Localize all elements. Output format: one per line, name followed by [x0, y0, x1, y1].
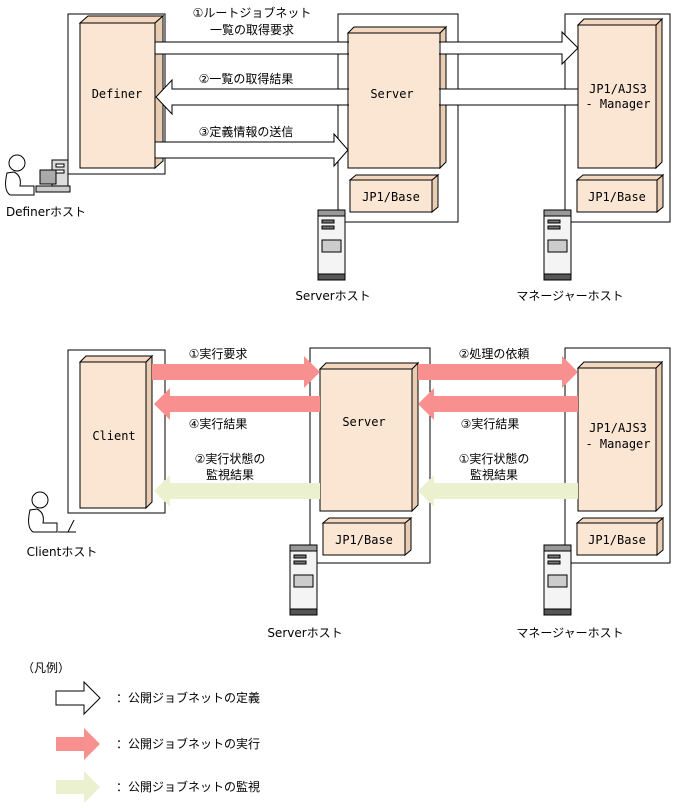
server-tower-icon-bottom	[289, 544, 318, 616]
manager-tower-icon-bottom	[543, 544, 572, 616]
legend-monitoring-arrow	[56, 771, 100, 803]
jp1-base-box-manager-bottom	[575, 516, 665, 557]
manager-host-label-top: マネージャーホスト	[516, 289, 623, 303]
manager-box-bottom	[576, 360, 664, 513]
jp1-base-label-manager-top: JP1/Base	[588, 190, 646, 204]
arrow-process-request-server-to-manager	[418, 356, 578, 388]
client-host-label: Clientホスト	[27, 545, 98, 559]
label-monitor-client-line2: 監視結果	[206, 467, 254, 482]
jp1-base-label-server-bottom: JP1/Base	[335, 533, 393, 547]
label-monitor-manager-line1: ①実行状態の	[459, 451, 530, 466]
arrow-definer-to-server-send	[154, 132, 349, 168]
arrow-exec-request-client-to-server	[152, 356, 320, 388]
arrow1-label-line2: 一覧の取得要求	[210, 22, 294, 37]
manager-label1-top: JP1/AJS3	[589, 82, 647, 96]
server-label-top-overlay: Server	[370, 87, 413, 101]
arrow1-label-line1: ①ルートジョブネット	[193, 5, 312, 20]
jp1-base-box-server-top	[348, 173, 440, 214]
definer-host-label: Definerホスト	[6, 205, 86, 219]
user-pc-icon-definer	[5, 154, 71, 196]
legend-execution-label: ：公開ジョブネットの実行	[116, 736, 260, 751]
legend-execution-arrow	[56, 728, 100, 760]
client-box	[78, 354, 154, 510]
label-monitor-manager-line2: 監視結果	[470, 467, 518, 482]
manager-tower-icon-top	[543, 209, 572, 281]
definer-box	[78, 14, 165, 170]
manager-host-label-bottom: マネージャーホスト	[516, 626, 623, 640]
arrow3-label: ③定義情報の送信	[199, 124, 294, 139]
legend-title: （凡例）	[22, 661, 70, 675]
jp1-base-box-server-bottom	[321, 516, 413, 557]
server-label-bottom: Server	[342, 415, 385, 429]
legend-monitoring-label: ：公開ジョブネットの監視	[116, 779, 260, 794]
jp1-base-label-server-top: JP1/Base	[362, 190, 420, 204]
user-icon-client	[28, 491, 76, 533]
arrow-monitor-manager-to-server	[418, 475, 578, 507]
manager-label1-bottom: JP1/AJS3	[589, 421, 647, 435]
label-exec-result-client: ④実行結果	[189, 416, 248, 431]
definer-label: Definer	[92, 87, 143, 101]
label-exec-request: ①実行要求	[189, 346, 248, 361]
server-host-label-bottom: Serverホスト	[267, 626, 342, 640]
arrow-exec-result-manager-to-server	[418, 388, 578, 420]
jp1-base-box-manager-top	[575, 173, 665, 214]
client-label: Client	[92, 429, 135, 443]
arrow-monitor-server-to-client	[154, 475, 320, 507]
arrow-exec-result-server-to-client	[154, 388, 320, 420]
jp1-base-label-manager-bottom: JP1/Base	[588, 533, 646, 547]
label-process-request: ②処理の依頼	[459, 346, 530, 361]
manager-label2-top: - Manager	[585, 97, 650, 111]
legend-definition-arrow	[55, 680, 101, 716]
arrow2-label: ②一覧の取得結果	[199, 71, 294, 86]
manager-label2-bottom: - Manager	[585, 437, 650, 451]
label-exec-result-manager: ③実行結果	[461, 416, 520, 431]
legend-definition-label: ：公開ジョブネットの定義	[116, 690, 260, 705]
server-box-bottom	[318, 361, 420, 513]
server-tower-icon-top	[317, 209, 346, 281]
server-host-label-top: Serverホスト	[295, 289, 370, 303]
label-monitor-client-line1: ②実行状態の	[195, 451, 266, 466]
